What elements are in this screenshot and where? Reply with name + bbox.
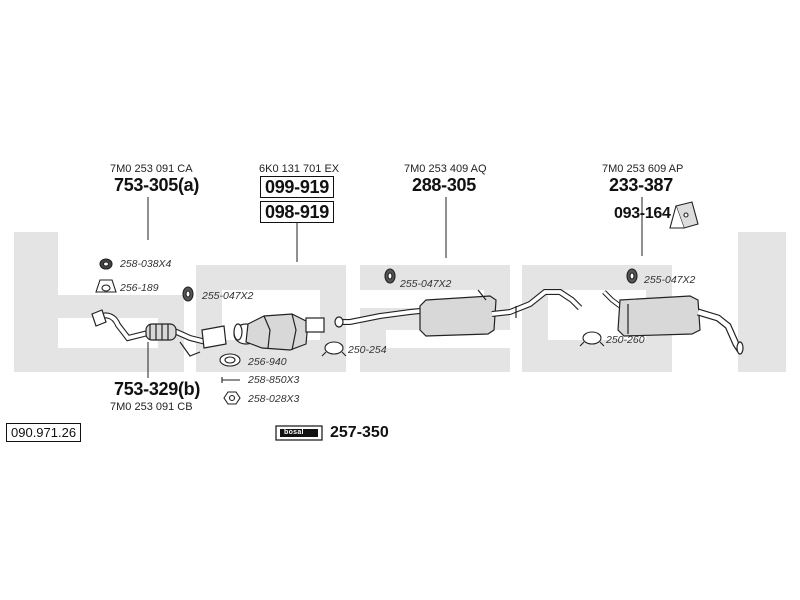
- oem-number-rear-silencer: 7M0 253 609 AP: [602, 163, 684, 175]
- leader-lines: [147, 197, 643, 378]
- catalyst-part: [233, 313, 325, 351]
- rubber-mount-icon-255-047x2-b: [384, 268, 396, 284]
- part-number-bracket: 093-164: [614, 205, 671, 222]
- watermark-letter-l: [738, 232, 786, 372]
- rear-silencer-part: [602, 290, 744, 355]
- set-part-number: 257-350: [330, 424, 389, 441]
- accessory-label-250-254: 250-254: [348, 344, 387, 356]
- clamp-ring-icon-256-189: [95, 279, 117, 293]
- brand-logo-box: [275, 425, 323, 441]
- front-pipe-flange: [201, 325, 227, 349]
- part-number-front-pipe-b: 753-329(b): [114, 379, 201, 399]
- oem-number-front-pipe: 7M0 253 091 CA: [110, 163, 193, 175]
- part-number-front-pipe: 753-305(a): [114, 175, 200, 195]
- oem-number-catalyst: 6K0 131 701 EX: [259, 163, 340, 175]
- rubber-mount-icon-255-047x2-c: [626, 268, 638, 284]
- accessory-label-256-940: 256-940: [248, 356, 287, 368]
- part-number-catalyst-2: 098-919: [260, 201, 334, 223]
- clamp-icon-250-260: [579, 331, 605, 347]
- accessory-label-255-047x2-a: 255-047X2: [202, 290, 254, 302]
- part-number-catalyst-1: 099-919: [260, 176, 334, 198]
- oem-number-middle-silencer: 7M0 253 409 AQ: [404, 163, 487, 175]
- rubber-mount-icon-255-047x2-a: [182, 286, 194, 302]
- accessory-label-258-038x4: 258-038X4: [120, 258, 172, 270]
- middle-silencer-part: [334, 289, 583, 337]
- bolt-icon-258-850x3: [221, 377, 240, 383]
- front-pipe-part: [91, 309, 227, 357]
- accessory-label-258-028x3: 258-028X3: [248, 393, 300, 405]
- accessory-label-255-047x2-c: 255-047X2: [644, 274, 696, 286]
- bracket-icon-093-164: [669, 201, 699, 229]
- oem-number-front-pipe-b: 7M0 253 091 CB: [110, 401, 193, 413]
- accessory-icons: [95, 201, 699, 405]
- gasket-icon-258-038x4: [99, 258, 113, 270]
- accessory-label-250-260: 250-260: [606, 334, 645, 346]
- part-number-middle-silencer: 288-305: [412, 175, 476, 195]
- brand-logo-text: bosal: [284, 429, 304, 436]
- accessory-label-255-047x2-b: 255-047X2: [400, 278, 452, 290]
- nut-icon-258-028x3: [223, 391, 241, 405]
- accessory-label-256-189: 256-189: [120, 282, 159, 294]
- part-number-rear-silencer: 233-387: [609, 175, 673, 195]
- catalog-number: 090.971.26: [6, 423, 82, 442]
- ring-gasket-icon-256-940: [219, 353, 241, 367]
- accessory-label-258-850x3: 258-850X3: [248, 374, 300, 386]
- clamp-icon-250-254: [321, 341, 347, 357]
